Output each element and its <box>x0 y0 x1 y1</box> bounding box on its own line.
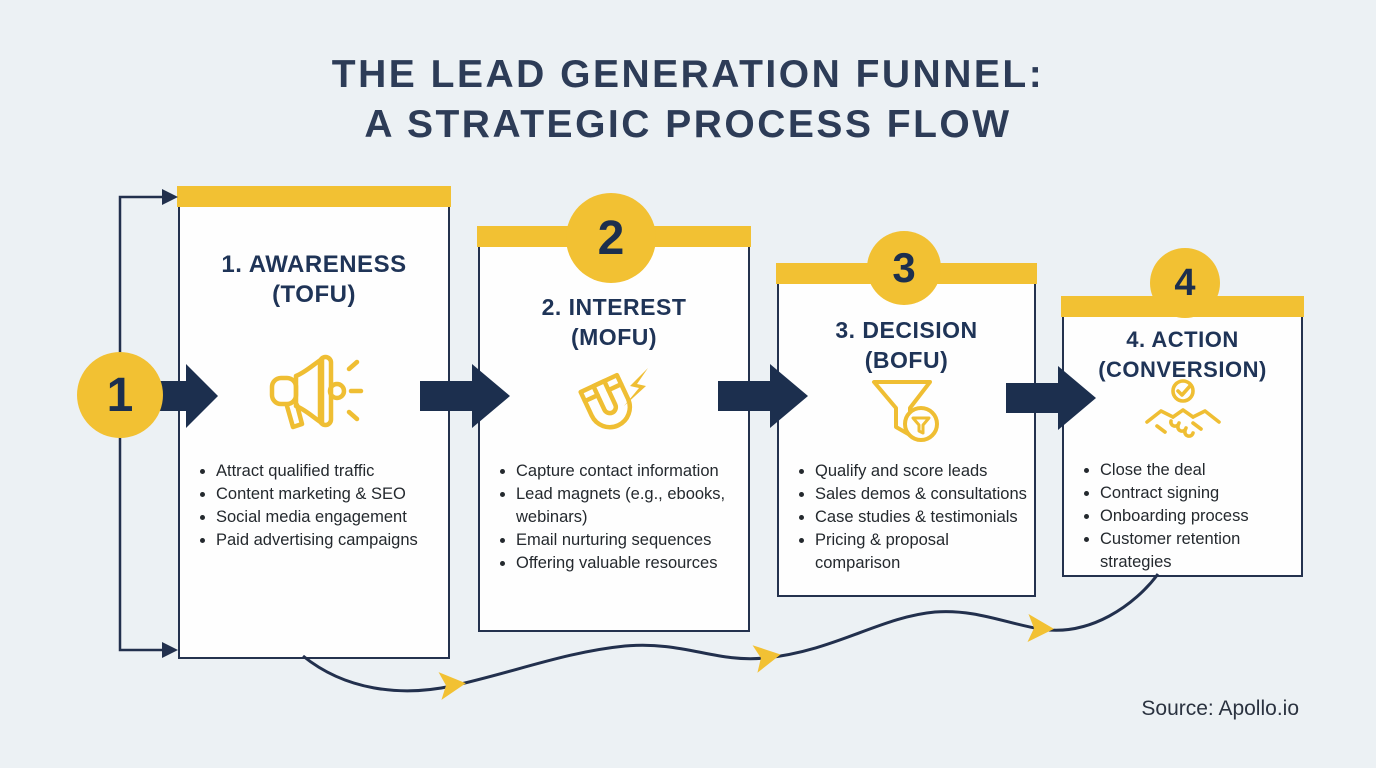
bullet-item: Customer retention strategies <box>1100 528 1295 573</box>
stage-bullets-action: Close the deal Contract signing Onboardi… <box>1080 459 1295 574</box>
squiggle-arrowhead-1 <box>438 672 466 700</box>
funnel-icon <box>871 380 939 442</box>
bullet-item: Content marketing & SEO <box>216 483 442 506</box>
stage-card-awareness: 1. AWARENESS (TOFU) Attract qualified tr… <box>177 186 451 659</box>
stage-title-decision: 3. DECISION (BOFU) <box>835 317 978 373</box>
stage-number-badge-4: 4 <box>1150 248 1220 318</box>
loop-arrowhead-bottom <box>162 642 178 658</box>
bullet-item: Case studies & testimonials <box>815 506 1028 529</box>
bullet-item: Contract signing <box>1100 482 1295 505</box>
stage-title-action: 4. ACTION (CONVERSION) <box>1098 327 1267 382</box>
bullet-item: Pricing & proposal comparison <box>815 529 1028 574</box>
stage-card-interest: 2. INTEREST (MOFU) Capture contact infor… <box>477 226 751 632</box>
bullet-item: Onboarding process <box>1100 505 1295 528</box>
bullet-item: Offering valuable resources <box>516 552 742 575</box>
magnet-icon <box>578 368 648 430</box>
page-title: THE LEAD GENERATION FUNNEL: A STRATEGIC … <box>0 50 1376 150</box>
page-title-line1: THE LEAD GENERATION FUNNEL: <box>331 53 1045 96</box>
card-top-bar <box>177 186 451 207</box>
stage-card-action: 4. ACTION (CONVERSION) Close the deal Co… <box>1061 296 1304 577</box>
bullet-item: Sales demos & consultations <box>815 483 1028 506</box>
stage-title-awareness: 1. AWARENESS (TOFU) <box>221 251 407 308</box>
stage-bullets-decision: Qualify and score leads Sales demos & co… <box>795 460 1028 575</box>
megaphone-icon <box>269 354 364 430</box>
bullet-item: Attract qualified traffic <box>216 460 442 483</box>
stage-number-badge-3: 3 <box>867 231 941 305</box>
source-attribution: Source: Apollo.io <box>1141 697 1299 720</box>
bullet-item: Close the deal <box>1100 459 1295 482</box>
bullet-item: Email nurturing sequences <box>516 529 742 552</box>
squiggle-arrowhead-3 <box>1027 614 1054 642</box>
bullet-item: Paid advertising campaigns <box>216 529 442 552</box>
stage-number-badge-1: 1 <box>77 352 163 438</box>
bullet-item: Capture contact information <box>516 460 742 483</box>
page-title-line2: A STRATEGIC PROCESS FLOW <box>364 103 1012 146</box>
stage-bullets-awareness: Attract qualified traffic Content market… <box>196 460 442 552</box>
handshake-checkmark-icon <box>1144 379 1221 438</box>
stage-card-decision: 3. DECISION (BOFU) Qualify and score lea… <box>776 263 1037 597</box>
loop-arrowhead-top <box>162 189 178 205</box>
bullet-item: Lead magnets (e.g., ebooks, webinars) <box>516 483 742 528</box>
stage-number-badge-2: 2 <box>566 193 656 283</box>
bullet-item: Qualify and score leads <box>815 460 1028 483</box>
squiggle-arrowhead-2 <box>752 645 781 673</box>
stage-title-interest: 2. INTEREST (MOFU) <box>541 294 687 350</box>
bullet-item: Social media engagement <box>216 506 442 529</box>
stage-bullets-interest: Capture contact information Lead magnets… <box>496 460 742 575</box>
